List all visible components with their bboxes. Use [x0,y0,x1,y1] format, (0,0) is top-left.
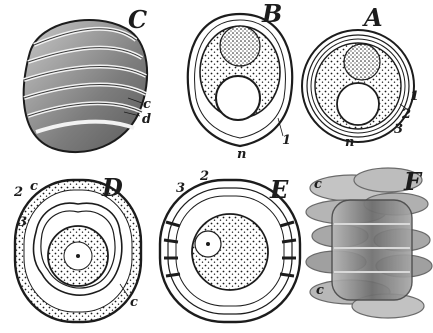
panel-b: B 1 n [188,0,292,162]
panel-e-label-3: 3 [176,181,185,196]
panel-c-letter: C [128,5,147,34]
panel-c-label-d: d [142,112,151,127]
panel-f-label-c-top: c [314,177,322,192]
panel-d-label-3: 3 [18,215,27,230]
panel-b-label-1: 1 [282,133,291,148]
panel-f: F c c [306,167,432,318]
panel-a-label-3: 3 [394,122,403,137]
panel-d: D 2 c 3 c [13,173,141,322]
panel-a: A 1 2 3 n [302,3,419,150]
panel-c-cell-drawing [24,20,147,152]
panel-d-label-c-lower: c [130,295,138,310]
panel-d-letter: D [101,173,123,202]
panel-a-label-n: n [345,135,354,150]
panel-b-letter: B [261,0,282,28]
panel-a-letter: A [362,3,383,32]
panel-c: C c d [24,5,151,152]
panel-d-label-2: 2 [13,185,23,200]
panel-a-label-2: 2 [401,107,411,122]
panel-b-label-n: n [237,147,246,162]
panel-b-cell-drawing [188,14,292,146]
panel-e: E 2 3 [160,169,300,322]
panel-f-label-c-bottom: c [316,283,324,298]
panel-a-label-1: 1 [410,89,419,104]
panel-e-letter: E [269,175,289,204]
panel-e-label-2: 2 [199,169,209,184]
panel-f-letter: F [403,167,423,196]
panel-c-label-c: c [143,97,151,112]
panel-d-label-c: c [30,179,38,194]
